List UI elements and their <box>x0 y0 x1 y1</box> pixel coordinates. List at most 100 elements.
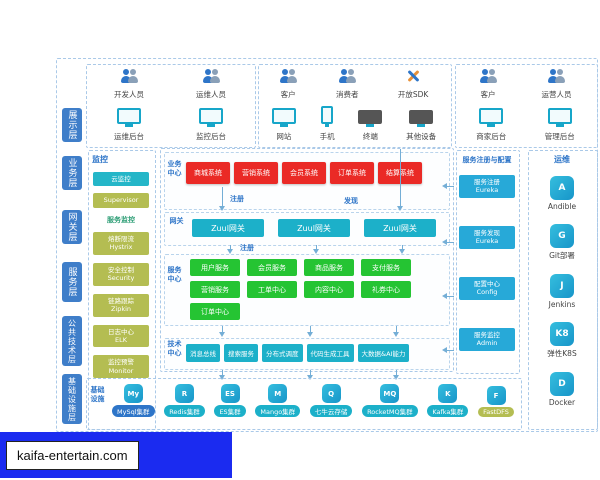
people-icon <box>202 69 220 83</box>
user-item: 开发人员 <box>114 68 144 100</box>
user-icon <box>120 68 138 87</box>
service-monitor-subtitle: 服务监控 <box>107 215 135 224</box>
device-icon <box>271 108 296 124</box>
user-item: 客户 <box>279 68 297 100</box>
user-icon <box>202 68 220 87</box>
service-box: 礼券中心 <box>361 281 411 298</box>
tech-infra-arrow-3 <box>393 370 399 380</box>
registry-item-cn: 服务监控 <box>474 330 500 339</box>
layer-presentation: 展示层 <box>62 108 82 142</box>
registry-item-cn: 配置中心 <box>474 279 500 288</box>
business-module: 订单系统 <box>330 162 374 184</box>
people-icon <box>548 69 565 83</box>
device-icon <box>321 106 334 124</box>
ops-item: K8 弹性K8S <box>547 322 577 359</box>
ops-column-border <box>528 150 598 430</box>
service-area-label: 服务中心 <box>167 266 182 284</box>
ops-column: 运维 A Andible G Git部署 J Jenkins <box>530 154 594 407</box>
device-label: 手机 <box>319 132 335 141</box>
device-label: 商家后台 <box>476 132 507 141</box>
rocketmq-icon: MQ <box>380 384 400 403</box>
ops-title: 运维 <box>554 155 570 164</box>
service-tech-arrow-2 <box>307 326 313 337</box>
ops-items: A Andible G Git部署 J Jenkins K8 弹性K8S <box>547 176 577 407</box>
infra-item: Q 七牛云存储 <box>309 384 353 417</box>
registry-column-border <box>456 150 520 374</box>
infra-item: F FastDFS <box>478 386 514 417</box>
ops-item-label: Andible <box>547 202 577 211</box>
user-label: 消费者 <box>336 90 359 99</box>
device-label: 其他设备 <box>406 132 437 141</box>
service-row-2: 营销服务工单中心内容中心礼券中心 <box>190 281 411 298</box>
device-item: 终端 <box>358 110 383 142</box>
layer-gateway: 网关层 <box>62 210 82 244</box>
user-icon <box>279 68 297 87</box>
service-tech-arrow-3 <box>393 326 399 337</box>
service-tech-arrow-1 <box>219 326 225 337</box>
tools-icon <box>406 69 420 83</box>
service-box: 订单中心 <box>190 303 240 320</box>
registry-item: 服务发现 Eureka <box>459 225 515 249</box>
device-item: 管理后台 <box>545 108 575 142</box>
infra-item: My MySql集群 <box>112 384 155 417</box>
cloud-monitor-box: 云监控 <box>93 172 149 187</box>
registry-item-en: Eureka <box>475 186 499 195</box>
monitoring-title: 监控 <box>92 155 108 164</box>
infrastructure-label: 基础设施 <box>90 386 105 404</box>
elasticsearch-icon: ES <box>220 384 240 403</box>
supervisor-box: Supervisor <box>93 193 149 208</box>
devices-row: 商家后台 管理后台 <box>457 108 594 142</box>
tech-item: 分布式调度 <box>262 344 303 362</box>
register-arrow <box>219 187 225 211</box>
tech-infra-arrow-2 <box>307 370 313 380</box>
gateway-register-arrow-1 <box>227 245 233 254</box>
tech-items-row: 消息总线搜索服务分布式调度代码生成工具大数据&AI能力 <box>186 344 410 362</box>
tech-area-label: 技术中心 <box>167 340 182 358</box>
service-box: 商品服务 <box>304 259 354 276</box>
gateway-node: Zuul网关 <box>278 219 350 237</box>
monitoring-item: 日志中心 ELK <box>93 324 149 348</box>
user-label: 客户 <box>480 90 496 99</box>
registry-item: 服务注册 Eureka <box>459 175 515 198</box>
monitoring-item-cn: 监控预警 <box>108 358 134 367</box>
monitoring-item-cn: 日志中心 <box>108 327 134 336</box>
layer-business: 业务层 <box>62 156 82 190</box>
service-row-1: 用户服务会员服务商品服务支付服务 <box>190 259 411 276</box>
people-icon <box>279 69 297 83</box>
registry-link-arrow-3 <box>442 293 454 299</box>
monitoring-item-en: ELK <box>115 335 127 344</box>
devices-row: 网站 手机 终端 其他设备 <box>260 106 448 142</box>
register-flow-label: 注册 <box>230 195 244 203</box>
device-icon <box>199 108 223 124</box>
ops-item: G Git部署 <box>549 224 575 261</box>
docker-icon: D <box>549 372 574 396</box>
service-box: 工单中心 <box>247 281 297 298</box>
monitoring-item: 安全控制 Security <box>93 262 149 286</box>
monitoring-item-cn: 安全控制 <box>108 265 134 274</box>
infra-item-label: Kafka集群 <box>427 405 469 417</box>
layer-infrastructure: 基础设施层 <box>62 374 82 424</box>
device-item: 运维后台 <box>114 108 144 142</box>
monitoring-item-cn: 熔断限流 <box>108 234 134 243</box>
service-box: 支付服务 <box>361 259 411 276</box>
registry-item-en: Config <box>476 288 498 297</box>
client-group-operator-border <box>455 64 598 148</box>
gateway-register-arrow-3 <box>399 245 405 254</box>
infra-item-label: Redis集群 <box>164 405 205 417</box>
infra-item-label: ES集群 <box>214 405 246 417</box>
client-group-internal: 开发人员 运维人员 运维后台 <box>88 68 252 142</box>
user-icon <box>548 68 565 87</box>
ops-item-label: Jenkins <box>548 300 576 309</box>
infra-item: MQ RocketMQ集群 <box>362 384 418 417</box>
device-label: 监控后台 <box>196 132 226 141</box>
business-area-label: 业务中心 <box>167 160 182 178</box>
registry-item-en: Admin <box>476 339 498 348</box>
device-item: 监控后台 <box>196 108 226 142</box>
infra-item-label: 七牛云存储 <box>309 405 353 417</box>
infra-item: K Kafka集群 <box>427 384 469 417</box>
registry-title: 服务注册与配置 <box>462 156 512 164</box>
registry-item-en: Eureka <box>475 237 499 246</box>
client-group-customer-border <box>258 64 452 148</box>
ansible-icon: A <box>549 176 574 200</box>
